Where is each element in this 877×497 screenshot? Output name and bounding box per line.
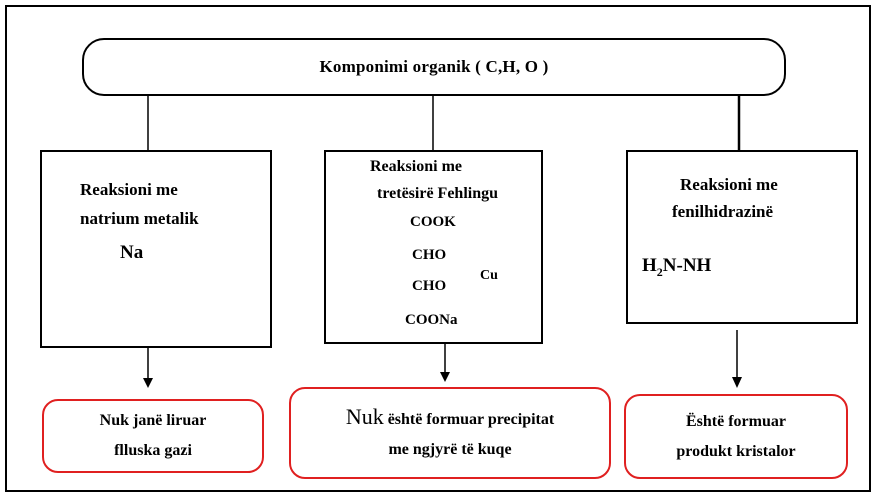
result-fehling-line1: Nuk është formuar precipitat [346, 402, 554, 435]
arrowhead-left [143, 378, 153, 388]
title-text: Komponimi organik ( C,H, O ) [319, 57, 549, 76]
formula-h: H [642, 255, 657, 276]
formula-subscript: 2 [656, 264, 663, 279]
result-sodium-line1: Nuk janë liruar [99, 412, 207, 429]
sodium-symbol: Na [120, 242, 144, 263]
formula-cho1: CHO [412, 247, 447, 263]
phenyl-line1: Reaksioni me [680, 175, 778, 194]
arrowhead-middle [440, 372, 450, 382]
sodium-line2: natrium metalik [80, 209, 199, 228]
result-box-sodium: Nuk janë liruar flluska gazi [42, 399, 264, 473]
formula-cho2: CHO [412, 278, 447, 294]
fehling-line1: Reaksioni me [370, 158, 462, 175]
result-fehling-nuk: Nuk [345, 403, 384, 429]
result-sodium-line2: flluska gazi [114, 442, 192, 459]
formula-cu: Cu [480, 268, 498, 283]
arrowhead-right [732, 377, 742, 388]
formula-cook: COOK [410, 214, 456, 230]
fehling-line2: tretësirë Fehlingu [377, 185, 499, 202]
result-box-fehling: Nuk është formuar precipitat me ngjyrë t… [289, 387, 611, 479]
formula-coona: COONa [405, 312, 458, 328]
reaction-box-phenylhydrazine [626, 150, 858, 324]
phenyl-line2: fenilhidrazinë [672, 202, 774, 221]
result-fehling-line2: me ngjyrë të kuqe [388, 440, 512, 458]
formula-nnh: N-NH [662, 255, 712, 276]
result-box-phenylhydrazine: Është formuar produkt kristalor [624, 394, 848, 479]
reaction-box-fehling [324, 150, 543, 344]
result-phenyl-line2: produkt kristalor [676, 442, 796, 460]
phenylhydrazine-formula: H2N-NH [642, 255, 711, 280]
reaction-box-sodium [40, 150, 272, 348]
result-phenyl-line1: Është formuar [686, 412, 786, 430]
result-fehling-line1-rest: është formuar precipitat [383, 410, 555, 428]
sodium-line1: Reaksioni me [80, 180, 178, 199]
title-box: Komponimi organik ( C,H, O ) [82, 38, 786, 96]
